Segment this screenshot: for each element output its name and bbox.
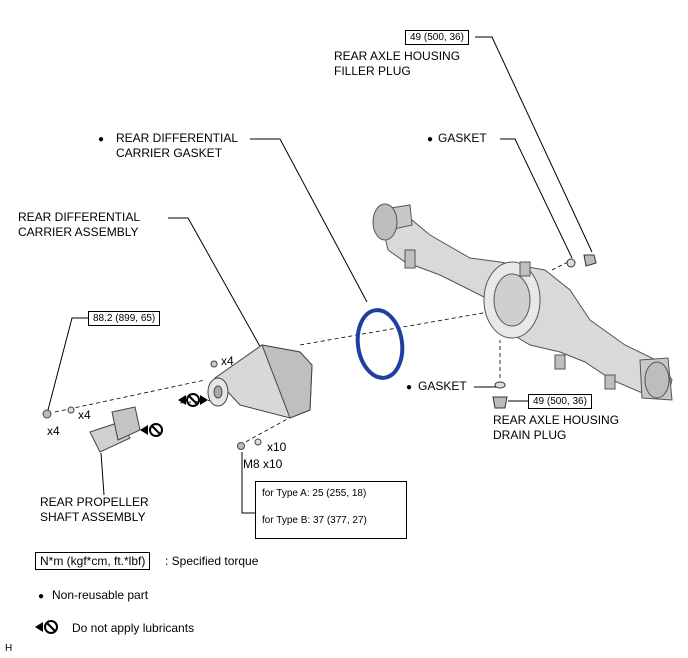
leader-type-box: [241, 452, 255, 514]
torque-box-drain-plug: 49 (500, 36): [528, 394, 592, 409]
label-carrier-gasket: REAR DIFFERENTIAL CARRIER GASKET: [116, 131, 238, 161]
label-filler-plug: REAR AXLE HOUSING FILLER PLUG: [334, 49, 460, 79]
drain-plug-shape: [492, 396, 508, 409]
label-drain-plug: REAR AXLE HOUSING DRAIN PLUG: [493, 413, 619, 443]
legend-torque-box: N*m (kgf*cm, ft.*lbf): [35, 552, 151, 570]
qty-carrier-bolts: M8 x10: [243, 457, 283, 471]
leader-filler-plug: [475, 36, 593, 253]
lower-gasket-part: [494, 381, 506, 389]
carrier-gasket-ring: [355, 308, 405, 380]
qty-carrier-washers: x10: [267, 440, 287, 454]
bullet-carrier-gasket: ●: [98, 134, 105, 145]
filler-plug-part: [566, 254, 597, 268]
label-propeller-assy: REAR PROPELLER SHAFT ASSEMBLY: [40, 495, 149, 525]
qty-propeller-bolts: x4: [47, 424, 60, 438]
qty-carrier-nuts: x4: [221, 354, 234, 368]
label-carrier-gasket-line1: REAR DIFFERENTIAL: [116, 131, 239, 145]
torque-type-b: for Type B: 37 (377, 27): [262, 515, 367, 526]
label-carrier-assy: REAR DIFFERENTIAL CARRIER ASSEMBLY: [18, 210, 140, 240]
propeller-shaft-part: [42, 406, 262, 453]
corner-mark: H: [5, 643, 13, 654]
differential-carrier-part: [207, 344, 313, 419]
leader-carrier-gasket: [250, 138, 368, 303]
filler-plug-shape: [583, 254, 597, 267]
leader-propeller-assy: [100, 452, 105, 496]
leader-carrier-assy: [168, 217, 263, 351]
upper-gasket-part: [566, 258, 576, 268]
qty-propeller-washers: x4: [78, 408, 91, 422]
label-carrier-gasket-line2: CARRIER GASKET: [116, 146, 223, 160]
label-filler-plug-line1: REAR AXLE HOUSING: [334, 49, 461, 63]
label-filler-plug-line2: FILLER PLUG: [334, 64, 411, 78]
no-lubricant-symbol-1: [178, 393, 208, 407]
label-propeller-line1: REAR PROPELLER: [40, 495, 149, 509]
no-lubricant-symbol-2: [140, 423, 163, 437]
leader-upper-gasket: [500, 138, 573, 259]
legend-nonreusable-text: Non-reusable part: [52, 588, 149, 602]
leader-lines: [47, 36, 593, 514]
dashed-line-filler: [551, 261, 569, 271]
legend-nolube-text: Do not apply lubricants: [72, 621, 195, 635]
label-drain-plug-line1: REAR AXLE HOUSING: [493, 413, 620, 427]
torque-box-filler-plug: 49 (500, 36): [405, 30, 469, 45]
label-carrier-assy-line2: CARRIER ASSEMBLY: [18, 225, 139, 239]
label-lower-gasket: GASKET: [418, 379, 467, 393]
rear-axle-housing: [372, 203, 673, 401]
dashed-line-bolts: [54, 379, 206, 413]
label-propeller-line2: SHAFT ASSEMBLY: [40, 510, 146, 524]
torque-box-propeller: 88.2 (899, 65): [88, 311, 161, 326]
label-carrier-assy-line1: REAR DIFFERENTIAL: [18, 210, 141, 224]
drain-plug-part: [492, 381, 508, 409]
legend-torque-text: : Specified torque: [165, 554, 259, 568]
torque-type-a: for Type A: 25 (255, 18): [262, 488, 367, 499]
label-upper-gasket: GASKET: [438, 131, 487, 145]
bullet-upper-gasket: ●: [427, 134, 434, 145]
legend-bullet: ●: [38, 591, 45, 602]
torque-box-type: for Type A: 25 (255, 18) for Type B: 37 …: [255, 481, 407, 539]
leader-propeller-torque: [47, 317, 90, 411]
dashed-line-shaft: [179, 399, 216, 404]
bullet-lower-gasket: ●: [406, 382, 413, 393]
label-drain-plug-line2: DRAIN PLUG: [493, 428, 567, 442]
legend-no-lubricant-icon: [35, 620, 58, 634]
